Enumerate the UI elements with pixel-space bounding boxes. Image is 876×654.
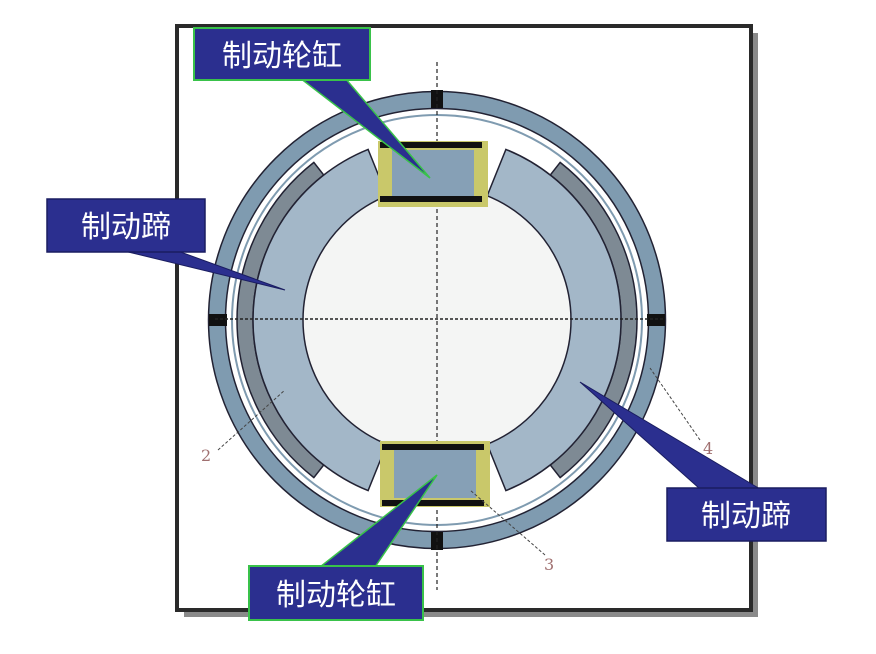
label-cylinder-top: 制动轮缸 [222,39,342,74]
part-number-3: 3 [544,555,554,574]
part-number-4: 4 [703,439,713,458]
drum-slot-right [647,314,665,326]
part-number-2: 2 [201,446,211,465]
label-cylinder-bottom: 制动轮缸 [276,578,396,613]
label-shoe-left: 制动蹄 [81,210,171,245]
callout-cylinder-bottom: 制动轮缸 [248,474,438,621]
callout-shoe-right: 制动蹄 [579,381,827,542]
callout-shoe-left: 制动蹄 [46,198,286,291]
drum-slot-left [209,314,227,326]
callout-cylinder-top: 制动轮缸 [193,27,431,179]
wheel-cylinder-bottom [380,441,490,507]
label-shoe-right: 制动蹄 [701,499,791,534]
leader-3 [469,489,546,556]
